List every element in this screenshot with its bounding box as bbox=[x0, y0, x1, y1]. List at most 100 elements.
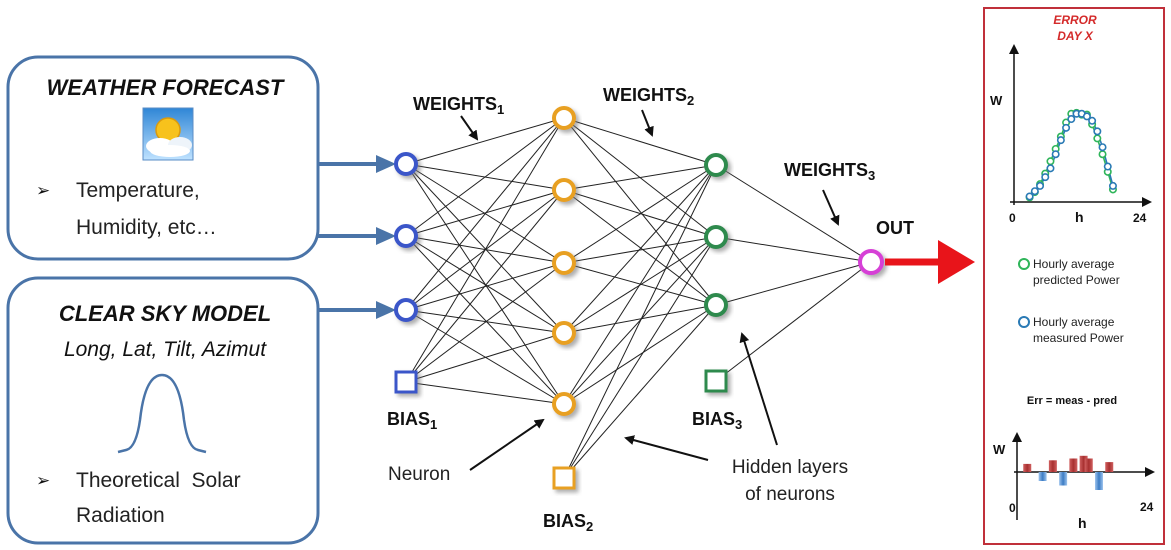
connection-line bbox=[563, 164, 717, 191]
error-bar bbox=[1048, 460, 1057, 472]
data-point bbox=[1067, 115, 1076, 124]
connection-line bbox=[405, 117, 565, 237]
data-point bbox=[1088, 116, 1097, 125]
connection-line bbox=[715, 261, 872, 306]
legend-predicted-line1: Hourly average bbox=[1033, 257, 1115, 271]
connection-line bbox=[563, 117, 717, 306]
bias3-subscript: 3 bbox=[735, 417, 742, 432]
data-point bbox=[1093, 134, 1102, 143]
connection-line bbox=[405, 381, 565, 405]
hidden1-neuron bbox=[552, 251, 576, 275]
weather-bullet-line1: Temperature, bbox=[76, 179, 200, 202]
connection-line bbox=[405, 117, 565, 383]
weather-bullet-marker: ➢ bbox=[36, 181, 50, 200]
error-bar bbox=[1105, 462, 1114, 472]
connection-line bbox=[563, 189, 717, 306]
top-chart-y-label: W bbox=[990, 93, 1003, 108]
weights3-label: WEIGHTS3 bbox=[784, 160, 875, 183]
error-bar bbox=[1059, 472, 1068, 486]
bias3-label: BIAS3 bbox=[692, 409, 742, 432]
error-title-line1: ERROR bbox=[1053, 13, 1097, 27]
connection-line bbox=[405, 117, 565, 311]
bias2-subscript: 2 bbox=[586, 519, 593, 534]
connection-line bbox=[563, 236, 717, 479]
hidden1-neuron bbox=[552, 178, 576, 202]
bias3-text: BIAS bbox=[692, 409, 735, 429]
error-bar bbox=[1095, 472, 1103, 490]
data-point bbox=[1082, 112, 1091, 121]
data-point bbox=[1056, 136, 1065, 145]
hidden-layers-line1: Hidden layers bbox=[732, 457, 848, 478]
hidden-pointer-arrow-left bbox=[624, 435, 709, 461]
error-title-line2: DAY X bbox=[1057, 29, 1094, 43]
data-point bbox=[1108, 181, 1117, 190]
weights1-label: WEIGHTS1 bbox=[413, 94, 504, 117]
clear-sky-bullet-line1: Theoretical Solar bbox=[76, 469, 241, 492]
clear-sky-bullet-marker: ➢ bbox=[36, 471, 50, 490]
bias2-label: BIAS2 bbox=[543, 511, 593, 534]
svg-text:WEIGHTS2: WEIGHTS2 bbox=[603, 85, 694, 108]
legend-measured-line1: Hourly average bbox=[1033, 315, 1115, 329]
weights2-pointer-arrow bbox=[641, 109, 654, 137]
hidden-layers-line2: of neurons bbox=[745, 484, 835, 505]
input-arrows bbox=[318, 155, 396, 319]
legend-predicted-line2: predicted Power bbox=[1033, 273, 1120, 287]
svg-text:BIAS3: BIAS3 bbox=[692, 409, 742, 432]
connection-line bbox=[563, 164, 717, 264]
input-neuron bbox=[394, 224, 418, 248]
weights1-pointer-arrow bbox=[460, 115, 479, 141]
sun-cloud-icon bbox=[142, 107, 194, 161]
clear-sky-model-box: CLEAR SKY MODEL Long, Lat, Tilt, Azimut … bbox=[6, 276, 320, 545]
hidden2-neuron bbox=[704, 225, 728, 249]
error-formula: Err = meas - pred bbox=[1027, 395, 1117, 407]
input-neuron bbox=[394, 298, 418, 322]
error-bar-chart: W 0 h 24 bbox=[993, 432, 1155, 531]
output-neuron bbox=[858, 249, 884, 275]
top-chart-x-end: 24 bbox=[1133, 211, 1147, 225]
connection-line bbox=[405, 262, 565, 383]
connection-line bbox=[405, 117, 565, 165]
weights2-text: WEIGHTS bbox=[603, 85, 687, 105]
bias1-node bbox=[394, 370, 418, 394]
data-point bbox=[1051, 150, 1060, 159]
bottom-chart-x-end: 24 bbox=[1140, 500, 1154, 514]
data-point bbox=[1041, 173, 1050, 182]
bottom-chart-x-label: h bbox=[1078, 515, 1087, 531]
connection-line bbox=[563, 304, 717, 405]
top-chart-x-label: h bbox=[1075, 209, 1084, 225]
error-power-chart: W 0 h 24 bbox=[990, 44, 1152, 225]
hidden1-neuron bbox=[552, 321, 576, 345]
data-point bbox=[1098, 143, 1107, 152]
weather-forecast-box: WEATHER FORECAST ➢ Temperature, Humidity… bbox=[6, 55, 320, 261]
hidden2-neuron bbox=[704, 153, 728, 177]
network-connections bbox=[405, 117, 872, 479]
bias3-node bbox=[704, 369, 728, 393]
data-point bbox=[1030, 187, 1039, 196]
weather-forecast-title: WEATHER FORECAST bbox=[47, 75, 285, 100]
legend-measured-line2: measured Power bbox=[1033, 331, 1124, 345]
weights1-subscript: 1 bbox=[497, 102, 504, 117]
connection-line bbox=[715, 236, 872, 263]
error-bar bbox=[1038, 472, 1047, 481]
clear-sky-model-title: CLEAR SKY MODEL bbox=[59, 301, 271, 326]
connection-line bbox=[715, 164, 872, 263]
svg-text:BIAS1: BIAS1 bbox=[387, 409, 437, 432]
data-point bbox=[1046, 157, 1055, 166]
data-point bbox=[1062, 123, 1071, 132]
weights2-subscript: 2 bbox=[687, 93, 694, 108]
bias1-label: BIAS1 bbox=[387, 409, 437, 432]
bottom-chart-marks bbox=[1023, 455, 1114, 490]
bias2-text: BIAS bbox=[543, 511, 586, 531]
data-point bbox=[1093, 127, 1102, 136]
data-point bbox=[1036, 181, 1045, 190]
connection-line bbox=[405, 189, 565, 237]
error-bar bbox=[1023, 463, 1032, 472]
error-legend: Hourly average predicted Power Hourly av… bbox=[1018, 257, 1124, 345]
network-neurons bbox=[394, 106, 884, 490]
weights3-text: WEIGHTS bbox=[784, 160, 868, 180]
weights1-text: WEIGHTS bbox=[413, 94, 497, 114]
data-point bbox=[1046, 164, 1055, 173]
data-point bbox=[1103, 162, 1112, 171]
neuron-label: Neuron bbox=[388, 464, 450, 485]
